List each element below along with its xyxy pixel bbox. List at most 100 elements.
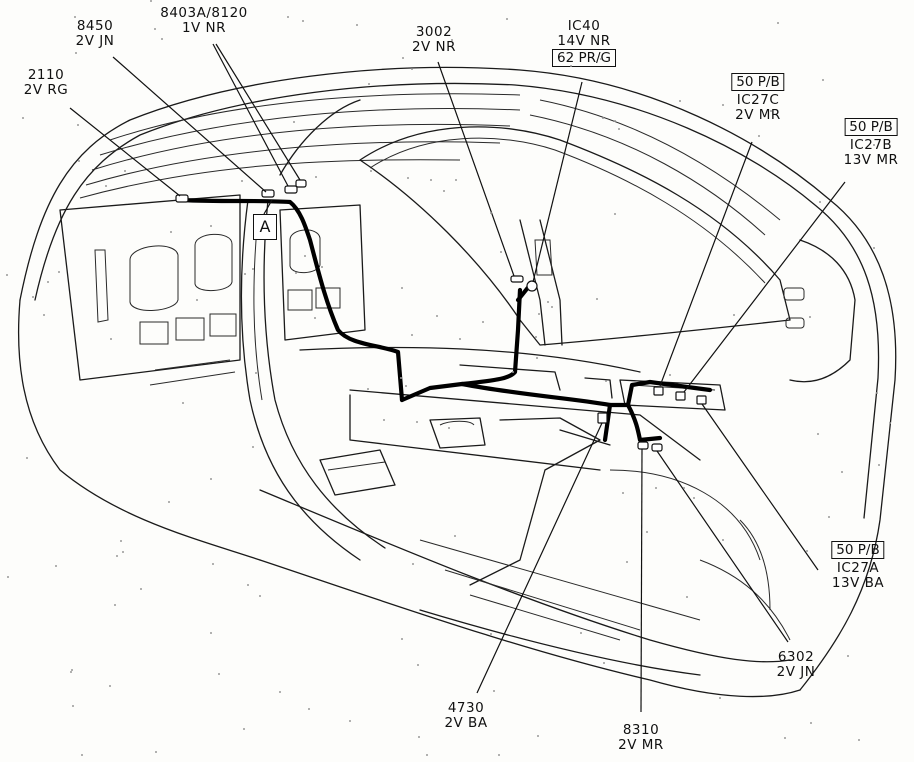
scan-speckle — [210, 632, 212, 634]
scan-speckle — [349, 720, 351, 722]
scan-speckle — [614, 213, 616, 215]
harness-main-trunk — [459, 381, 631, 408]
label-ic27b: 50 P/B IC27B 13V MR — [844, 118, 899, 168]
connector-ic40 — [526, 280, 538, 292]
label-3002-spec: 2V NR — [411, 39, 457, 55]
scan-speckle — [412, 563, 414, 565]
scan-speckle — [210, 478, 212, 480]
scan-speckle — [770, 110, 772, 112]
label-ic27c-connector-box: 50 P/B — [731, 73, 785, 91]
scan-speckle — [822, 79, 824, 81]
scan-speckle — [55, 565, 57, 567]
scan-speckle — [669, 374, 671, 376]
scan-speckle — [368, 83, 370, 85]
scan-speckle — [114, 604, 116, 606]
scan-speckle — [482, 321, 484, 323]
label-6302-code: 6302 — [777, 649, 815, 665]
side-bulkhead — [279, 204, 366, 341]
scan-speckle — [120, 540, 122, 542]
leader-lines — [69, 43, 846, 713]
scan-speckle — [878, 464, 880, 466]
scan-speckle — [7, 576, 9, 578]
label-ic27c-spec: 2V MR — [735, 107, 781, 123]
scan-speckle — [110, 338, 112, 340]
label-ic27a-code: IC27A — [836, 560, 880, 576]
scan-speckle — [287, 16, 289, 18]
label-8403A-8120: 8403A/8120 1V NR — [160, 6, 248, 36]
scan-speckle — [170, 231, 172, 233]
scan-speckle — [605, 380, 607, 382]
scan-speckle — [828, 516, 830, 518]
label-ic40: IC40 14V NR 62 PR/G — [552, 19, 616, 69]
label-8450-spec: 2V JN — [75, 33, 115, 49]
label-ic40-connector-box: 62 PR/G — [552, 49, 616, 67]
scan-speckle — [679, 100, 681, 102]
scan-speckle — [580, 632, 582, 634]
scan-speckle — [241, 180, 243, 182]
leader-8403A — [212, 43, 289, 187]
scan-speckle — [459, 338, 461, 340]
leader-8450 — [112, 56, 267, 193]
leader-ic40 — [532, 81, 583, 283]
label-4730: 4730 2V BA — [444, 701, 487, 731]
scan-speckle — [279, 691, 281, 693]
label-4730-code: 4730 — [447, 700, 485, 716]
scan-speckle — [535, 336, 537, 338]
connector-8450 — [261, 189, 275, 198]
b-pillar — [240, 99, 386, 561]
scan-speckle — [693, 497, 695, 499]
scan-speckle — [370, 170, 372, 172]
scan-speckle — [182, 402, 184, 404]
scan-speckle — [383, 419, 385, 421]
leader-6302 — [656, 450, 789, 643]
scan-speckle — [105, 185, 107, 187]
scan-speckle — [448, 427, 450, 429]
scan-speckle — [538, 313, 540, 315]
scan-speckle — [758, 135, 760, 137]
scan-speckle — [367, 388, 369, 390]
label-ic40-spec: 14V NR — [557, 33, 611, 49]
connector-4730 — [597, 412, 608, 424]
scan-speckle — [493, 690, 495, 692]
label-ic27c: 50 P/B IC27C 2V MR — [731, 73, 785, 123]
scan-speckle — [817, 433, 819, 435]
scan-speckle — [154, 28, 156, 30]
leader-2110 — [69, 107, 181, 197]
scan-speckle — [722, 539, 724, 541]
scan-speckle — [570, 65, 572, 67]
scan-speckle — [847, 655, 849, 657]
label-6302: 6302 2V JN — [777, 650, 816, 680]
scan-speckle — [436, 315, 438, 317]
connectors — [175, 179, 707, 452]
scan-speckle — [873, 144, 875, 146]
scan-speckle — [810, 722, 812, 724]
scan-speckle — [124, 170, 126, 172]
scan-speckle — [78, 160, 80, 162]
scan-speckle — [293, 121, 295, 123]
label-ic27a-connector-box: 50 P/B — [831, 541, 885, 559]
rear-bulkhead — [59, 194, 241, 386]
leader-8310 — [640, 448, 643, 713]
scan-speckle — [259, 595, 261, 597]
scan-speckle — [777, 22, 779, 24]
scan-speckle — [418, 736, 420, 738]
connector-8310 — [637, 441, 649, 450]
scan-speckle — [243, 728, 245, 730]
scan-speckle — [784, 737, 786, 739]
scan-speckle — [536, 357, 538, 359]
scan-speckle — [443, 190, 445, 192]
scan-speckle — [255, 372, 257, 374]
scan-speckle — [889, 422, 891, 424]
connector-8120 — [295, 179, 307, 188]
scan-speckle — [512, 371, 514, 373]
label-ic27a: 50 P/B IC27A 13V BA — [831, 541, 885, 591]
label-ic27a-spec: 13V BA — [831, 575, 885, 591]
scan-speckle — [722, 104, 724, 106]
label-8450: 8450 2V JN — [76, 19, 115, 49]
label-ic27b-spec: 13V MR — [843, 152, 899, 168]
connector-3002 — [510, 275, 524, 283]
scan-speckle — [646, 531, 648, 533]
leader-3002 — [437, 61, 515, 277]
label-4730-spec: 2V BA — [444, 715, 488, 731]
